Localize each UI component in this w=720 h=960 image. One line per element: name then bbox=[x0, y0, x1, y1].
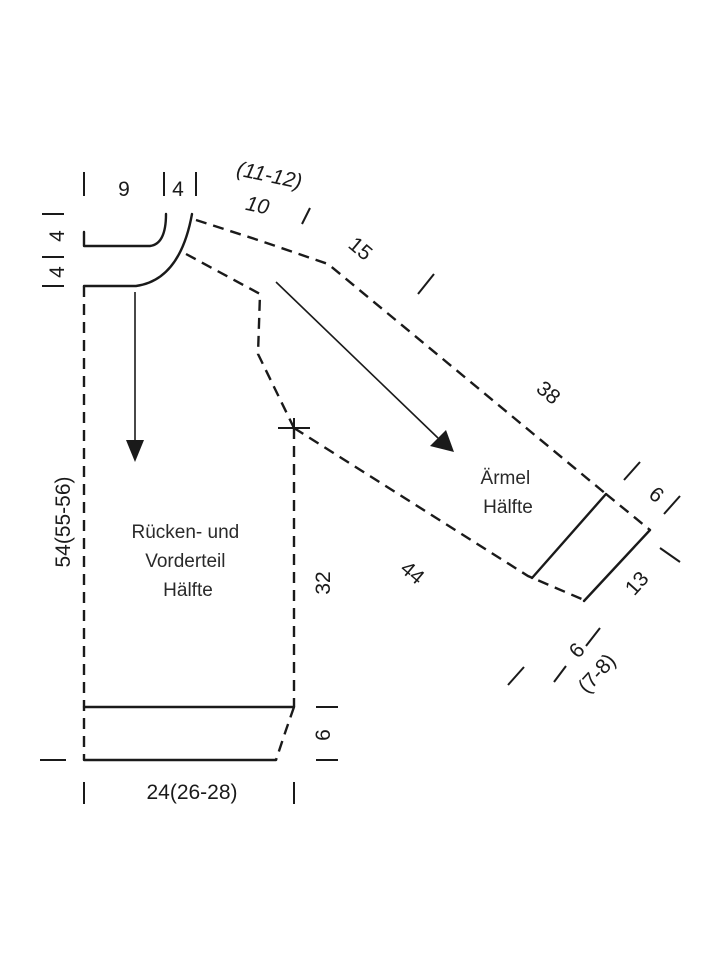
cuff-line bbox=[582, 528, 652, 603]
cuff-end bbox=[605, 493, 651, 531]
arrow-head bbox=[430, 430, 454, 452]
half-width-label: 24(26-28) bbox=[146, 781, 237, 804]
body-piece-label: Rücken- und Vorderteil Hälfte bbox=[131, 522, 244, 601]
sleeve-cap-a-label: 10 bbox=[244, 192, 272, 219]
sleeve-piece-label: Ärmel Hälfte bbox=[481, 468, 536, 518]
total-length-label: 54(55-56) bbox=[52, 476, 75, 567]
sleeve-underarm-length-label: 44 bbox=[396, 557, 429, 590]
side-length-label: 32 bbox=[312, 571, 335, 594]
armhole-line bbox=[185, 252, 296, 429]
cuff-width-label: 13 bbox=[621, 567, 654, 600]
arrow-head bbox=[126, 440, 144, 462]
sleeve-piece: Ärmel Hälfte bbox=[195, 218, 652, 603]
sleeve-direction-arrow bbox=[275, 281, 439, 439]
sleeve-top-line bbox=[195, 218, 607, 495]
front-neck-depth-label: 4 bbox=[46, 266, 69, 278]
back-neckline bbox=[82, 212, 168, 248]
sleeve-cap-b-label: 15 bbox=[344, 233, 377, 266]
body-rib-side bbox=[274, 706, 296, 761]
front-neckline bbox=[82, 212, 194, 288]
cuff-height-label: 6 bbox=[644, 482, 668, 507]
neck-width-label: 9 bbox=[118, 178, 130, 201]
body-rib-height-label: 6 bbox=[312, 729, 335, 741]
back-neck-depth-label: 4 bbox=[46, 230, 69, 242]
body-piece: Rücken- und Vorderteil Hälfte bbox=[82, 212, 310, 762]
cuff-line bbox=[530, 492, 608, 580]
shoulder-width-label: 4 bbox=[172, 178, 184, 201]
sleeve-cap-sizes-label: (11-12) bbox=[235, 158, 304, 194]
sleeve-underarm-line bbox=[293, 426, 585, 602]
sleeve-top-length-label: 38 bbox=[532, 377, 565, 410]
cuff-lower-a-label: 6 bbox=[565, 639, 590, 663]
dimension-ticks bbox=[40, 172, 681, 804]
